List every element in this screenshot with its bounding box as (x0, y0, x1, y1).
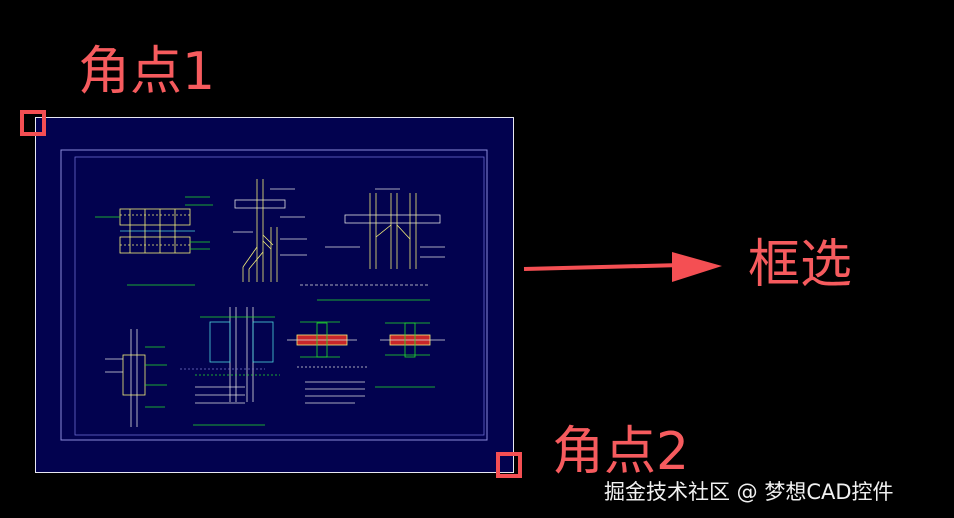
detail-flange-column (105, 329, 167, 427)
corner-point-2-label: 角点2 (552, 422, 690, 482)
watermark-text: 掘金技术社区 @ 梦想CAD控件 (604, 480, 894, 504)
box-select-label: 框选 (748, 235, 853, 295)
cad-drawing (35, 117, 514, 473)
detail-pipe-elevation-1 (233, 179, 307, 282)
sheet-outer-border (35, 117, 514, 473)
corner-point-1-marker (20, 110, 46, 136)
detail-pipe-elevation-2 (300, 188, 445, 301)
detail-wall-section (95, 196, 213, 286)
detail-sleeve-red-2 (375, 322, 445, 388)
corner-point-1-label: 角点1 (78, 42, 216, 102)
corner-point-2-marker (496, 452, 522, 478)
cad-drawing-sheet[interactable] (35, 117, 514, 473)
detail-pipe-section (180, 307, 280, 426)
right-arrow-icon (523, 252, 722, 282)
detail-sleeve-red (287, 321, 367, 404)
sheet-inner-frame (60, 149, 488, 441)
sheet-title-frame (74, 156, 485, 436)
